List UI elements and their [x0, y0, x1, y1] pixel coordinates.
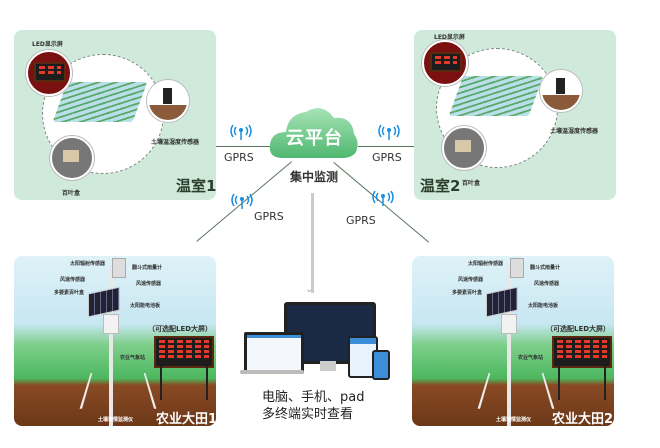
led-display-thumbnail [26, 50, 72, 96]
field-1-title: 农业大田1 [156, 412, 216, 426]
field-2-panel: 太阳辐射传感器 翻斗式雨量计 风速传感器 风速传感器 多要素百叶盒 太阳能电池板… [412, 256, 614, 426]
field-led-screen [154, 336, 214, 368]
rain-gauge [510, 258, 524, 278]
louver-label: 多要素百叶盒 [452, 290, 483, 296]
wind-speed-label: 风速传感器 [534, 281, 560, 287]
field-1-panel: 太阳辐射传感器 翻斗式雨量计 风速传感器 风速传感器 多要素百叶盒 太阳能电池板… [14, 256, 216, 426]
louver-box-label: 百叶盒 [462, 180, 481, 187]
solar-panel [88, 286, 120, 318]
field-2-title: 农业大田2 [552, 412, 614, 426]
louver-box-thumbnail [50, 136, 94, 180]
cloud-icon [269, 108, 358, 158]
laptop-base [240, 370, 304, 374]
cloud-label: 云平台 [286, 128, 343, 149]
link-greenhouse2 [358, 146, 414, 147]
soil-sensor-label: 土壤温湿度传感器 [151, 139, 200, 146]
led-display-thumbnail [422, 40, 468, 86]
led-option-label: （可选配LED大屏） [148, 325, 213, 333]
signal-icon [231, 193, 253, 209]
soil-sensor-thumbnail [540, 70, 582, 112]
led-stand [558, 366, 606, 400]
led-option-label: （可选配LED大屏） [546, 325, 611, 333]
wind-direction-label: 风速传感器 [458, 277, 484, 283]
weather-station-pole [109, 266, 113, 426]
rain-gauge-label: 翻斗式雨量计 [132, 265, 163, 271]
monitor-stand [320, 361, 336, 371]
soil-sensor-label: 土壤温湿度传感器 [550, 128, 599, 135]
devices-caption-line2: 多终端实时查看 [262, 407, 354, 422]
greenhouse-illustration [448, 76, 544, 116]
tripod [477, 373, 555, 409]
gprs-label: GPRS [224, 151, 254, 164]
radiation-sensor-label: 太阳辐射传感器 [70, 261, 106, 267]
devices-arrow [311, 193, 314, 293]
greenhouse-1-panel: LED显示屏 土壤温湿度传感器 百叶盒 温室1 [14, 30, 216, 200]
led-label: LED显示屏 [434, 34, 465, 41]
soil-monitor-label: 土壤墒情监测仪 [98, 417, 134, 423]
link-greenhouse1 [216, 146, 274, 147]
gprs-label: GPRS [346, 214, 376, 227]
led-stand [160, 366, 208, 400]
weather-station-pole [507, 266, 511, 426]
arrow-head-icon: ⌄ [305, 284, 314, 295]
devices-caption-line1: 电脑、手机、pad [262, 390, 365, 405]
devices-illustration [240, 302, 394, 382]
soil-monitor-label: 土壤墒情监测仪 [496, 417, 532, 423]
louver-box [103, 314, 119, 334]
solar-panel-label: 太阳能电池板 [130, 303, 161, 309]
tripod [79, 373, 157, 409]
laptop [244, 332, 304, 374]
gprs-label: GPRS [372, 151, 402, 164]
solar-panel-label: 太阳能电池板 [528, 303, 559, 309]
louver-box [501, 314, 517, 334]
greenhouse-illustration [52, 82, 148, 122]
radiation-sensor-label: 太阳辐射传感器 [468, 261, 504, 267]
phone [372, 350, 390, 380]
wind-speed-label: 风速传感器 [136, 281, 162, 287]
greenhouse-2-title: 温室2 [420, 177, 461, 195]
cloud-platform: 云平台 [268, 102, 360, 160]
led-label: LED显示屏 [32, 41, 63, 48]
signal-icon [378, 124, 400, 140]
station-label: 农业气象站 [120, 355, 146, 361]
rain-gauge-label: 翻斗式雨量计 [530, 265, 561, 271]
greenhouse-1-title: 温室1 [176, 177, 216, 195]
soil-sensor-thumbnail [147, 80, 189, 122]
wind-direction-label: 风速传感器 [60, 277, 86, 283]
cloud-subtitle: 集中监测 [290, 170, 339, 184]
signal-icon [372, 190, 394, 206]
solar-panel [486, 286, 518, 318]
signal-icon [230, 124, 252, 140]
gprs-label: GPRS [254, 210, 284, 223]
louver-box-label: 百叶盒 [62, 190, 81, 197]
station-label: 农业气象站 [518, 355, 544, 361]
field-led-screen [552, 336, 612, 368]
rain-gauge [112, 258, 126, 278]
louver-box-thumbnail [442, 126, 486, 170]
greenhouse-2-panel: LED显示屏 土壤温湿度传感器 百叶盒 温室2 [414, 30, 616, 200]
louver-label: 多要素百叶盒 [54, 290, 85, 296]
